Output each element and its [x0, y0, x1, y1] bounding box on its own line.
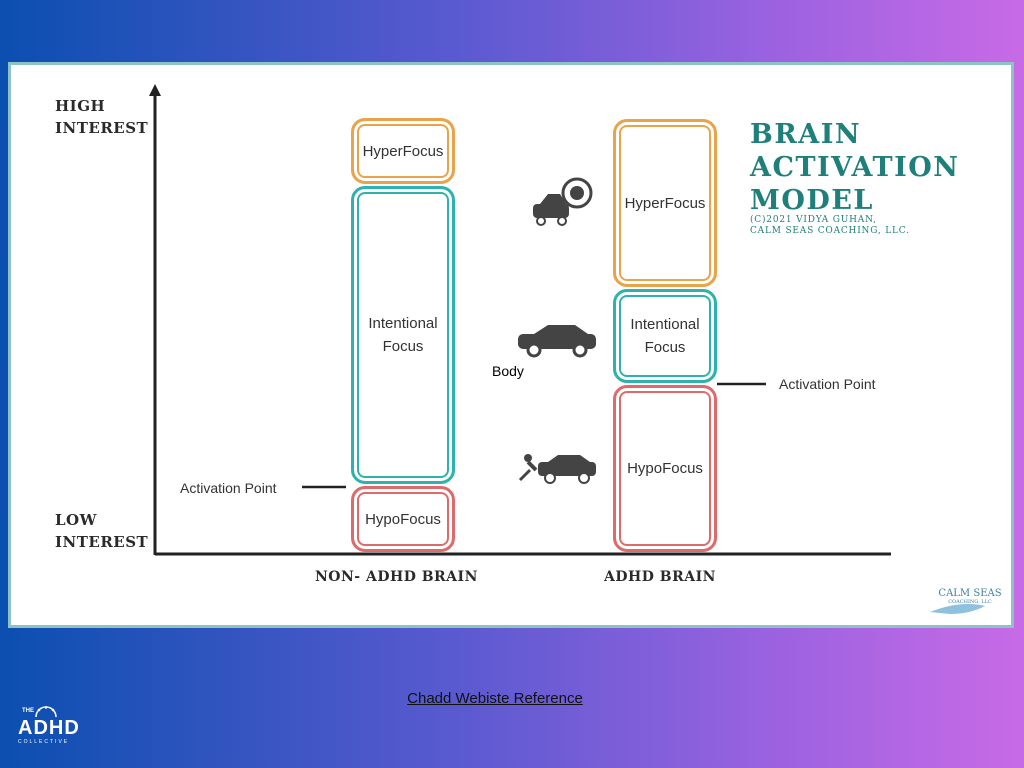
- adhd-activation-point-label: Activation Point: [779, 376, 876, 392]
- non-adhd-activation-point-label: Activation Point: [180, 480, 277, 496]
- y-axis-arrowhead: [149, 84, 161, 96]
- y-axis-low-label: LOW INTEREST: [55, 511, 149, 551]
- calm-seas-logo: CALM SEAS COACHING, LLC: [938, 588, 1002, 605]
- adhd-hyperfocus-label: HyperFocus: [624, 194, 706, 212]
- adhd-intentional-label: Intentional Focus: [630, 316, 700, 356]
- diagram-panel: [8, 62, 1014, 628]
- non-adhd-hyperfocus-label: HyperFocus: [362, 142, 444, 160]
- adhd-column-label: ADHD BRAIN: [604, 569, 716, 585]
- car-push-icon: [518, 454, 596, 484]
- car-crash-icon: [533, 177, 593, 226]
- non-adhd-hypofocus-label: HypoFocus: [365, 510, 441, 528]
- copyright-text: (C)2021 VIDYA GUHAN, CALM SEAS COACHING,…: [750, 215, 910, 236]
- sunrise-icon: [35, 706, 57, 718]
- adhd-intentional-box: Intentional Focus: [613, 289, 717, 383]
- adhd-hypofocus-box: HypoFocus: [613, 385, 717, 552]
- non-adhd-column-label: NON- ADHD BRAIN: [315, 569, 478, 585]
- adhd-hypofocus-label: HypoFocus: [627, 460, 703, 477]
- car-driving-icon: [518, 325, 596, 358]
- diagram-title: BRAIN ACTIVATION MODEL: [750, 119, 960, 216]
- calm-seas-wave-icon: [930, 604, 985, 614]
- chadd-reference-link[interactable]: Chadd Webiste Reference: [407, 690, 583, 707]
- non-adhd-hyperfocus-box: HyperFocus: [351, 118, 455, 184]
- y-axis-high-label: HIGH INTEREST: [55, 97, 149, 137]
- body-text: Body: [492, 363, 524, 379]
- non-adhd-intentional-label: Intentional Focus: [368, 315, 438, 355]
- adhd-collective-logo: THE ADHD COLLECTIVE: [18, 706, 80, 745]
- non-adhd-intentional-box: Intentional Focus: [351, 186, 455, 484]
- adhd-hyperfocus-box: HyperFocus: [613, 119, 717, 287]
- non-adhd-hypofocus-box: HypoFocus: [351, 486, 455, 552]
